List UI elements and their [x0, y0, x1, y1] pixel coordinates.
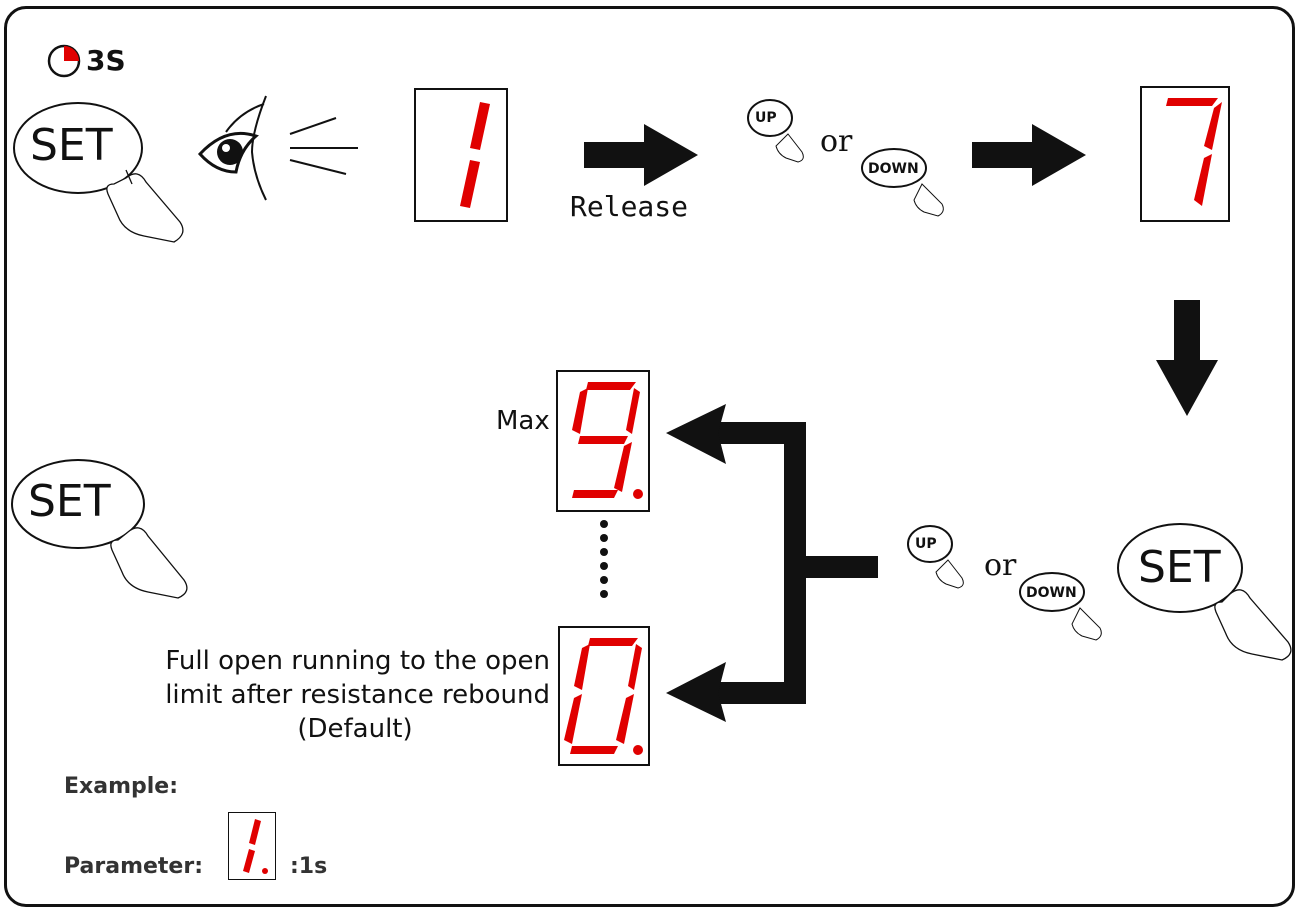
digit-7-segments — [1166, 98, 1222, 206]
parameter-label: Parameter: — [64, 854, 204, 879]
display-digit-0-default: 0. — [558, 626, 650, 766]
digit-1-segments — [460, 102, 490, 208]
example-digit-segments — [243, 819, 268, 874]
default-desc-line3: (Default) — [297, 714, 413, 744]
or-label-1: or — [820, 124, 853, 159]
default-description: Full open running to the open limit afte… — [100, 644, 550, 746]
digit-9-segments — [572, 382, 643, 499]
release-label: Release — [570, 190, 689, 223]
up-button-1 — [747, 99, 804, 163]
diagram-frame — [4, 6, 1295, 907]
down-label-1: DOWN — [868, 161, 919, 177]
display-digit-7: 7 — [1140, 86, 1230, 222]
set-label-1: SET — [30, 120, 113, 171]
down-button-2 — [1019, 572, 1102, 641]
default-desc-line2: limit after resistance rebound — [165, 680, 550, 710]
set-button-press-3 — [1117, 523, 1292, 661]
down-label-2: DOWN — [1026, 585, 1077, 601]
bracket-arrows — [666, 404, 878, 722]
display-digit-1: 1 — [414, 88, 508, 222]
or-label-2: or — [984, 548, 1017, 583]
arrow-right-1 — [584, 124, 698, 186]
set-button-press-2 — [11, 459, 188, 599]
parameter-value: :1s — [290, 854, 328, 879]
arrow-down — [1156, 300, 1218, 416]
display-digit-9-max: 9. — [556, 370, 650, 512]
arrow-right-2 — [972, 124, 1086, 186]
set-label-2: SET — [28, 476, 111, 527]
eye-icon — [197, 95, 358, 201]
digit-0-segments — [564, 638, 643, 755]
example-display: 1. — [228, 812, 276, 880]
max-label: Max — [496, 406, 550, 436]
up-label-2: UP — [915, 536, 937, 552]
up-button-2 — [907, 525, 964, 589]
timer-label: 3S — [86, 44, 126, 77]
set-button-press-1 — [13, 102, 184, 243]
example-label: Example: — [64, 774, 178, 799]
down-button-1 — [861, 148, 944, 217]
ellipsis-dots — [600, 520, 608, 598]
timer-icon — [47, 44, 81, 78]
set-label-3: SET — [1138, 542, 1221, 593]
default-desc-line1: Full open running to the open — [165, 646, 550, 676]
up-label-1: UP — [755, 110, 777, 126]
